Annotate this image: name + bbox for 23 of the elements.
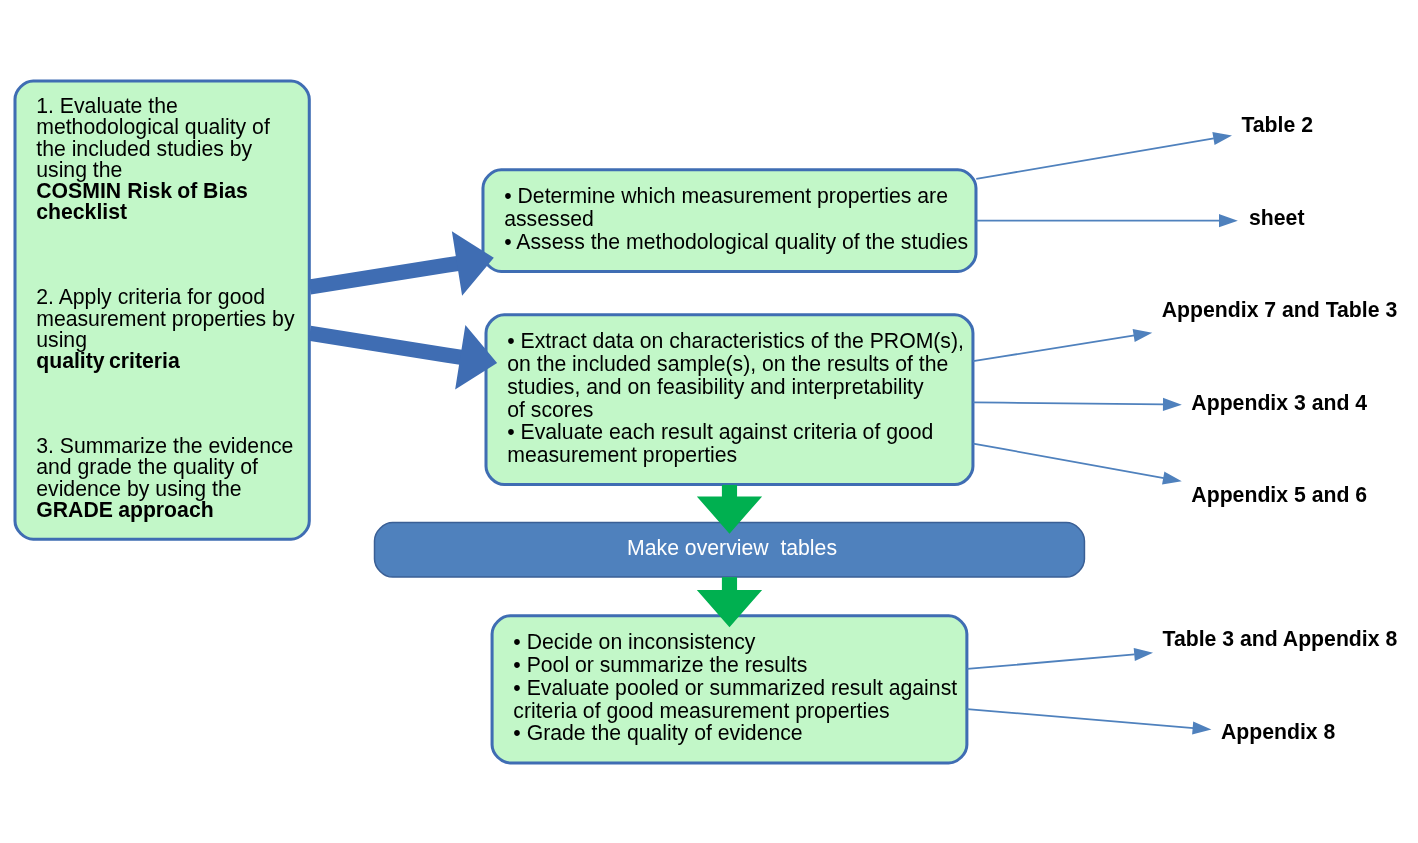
node-text: Appendix 5 and 6	[1191, 482, 1368, 506]
node-box: Make overview tables	[373, 521, 1086, 578]
arrow	[308, 230, 494, 296]
node-text: Table 2	[1241, 112, 1313, 136]
node-box: 1. Evaluate the methodological quality of the included studies by using the COSMIN Risk of Bias checklist 2. Apply criteria for good measurement properties by using quality criteria 3. Summarize the evidence and grade the quality of evidence by using the GRADE approach	[13, 79, 311, 541]
arrow	[966, 707, 1212, 735]
arrow	[308, 324, 498, 389]
arrow	[975, 131, 1232, 180]
node-box: • Decide on inconsistency • Pool or summarize the results • Evaluate pooled or summarized result against criteria of good measurement properties • Grade the quality of evidence	[490, 613, 969, 764]
arrow	[972, 328, 1153, 362]
arrow	[696, 484, 763, 534]
arrow	[972, 442, 1182, 484]
node-box: • Extract data on characteristics of the PROM(s), on the included sample(s), on the results of the studies, and on feasibility and interpretability of scores • Evaluate each result against criteria of good measurement properties	[484, 312, 975, 486]
node-text: Table 3 and Appendix 8	[1162, 626, 1398, 650]
arrow	[975, 213, 1238, 227]
node-text: Appendix 7 and Table 3	[1161, 297, 1398, 321]
node-text: sheet	[1249, 205, 1305, 229]
node-box: • Determine which measurement properties are assessed • Assess the methodological quality of the studies	[481, 167, 978, 273]
arrow	[972, 397, 1182, 411]
node-text: Appendix 8	[1220, 719, 1336, 743]
arrow	[696, 576, 763, 627]
node-text: Appendix 3 and 4	[1191, 390, 1368, 414]
arrow	[966, 647, 1154, 670]
